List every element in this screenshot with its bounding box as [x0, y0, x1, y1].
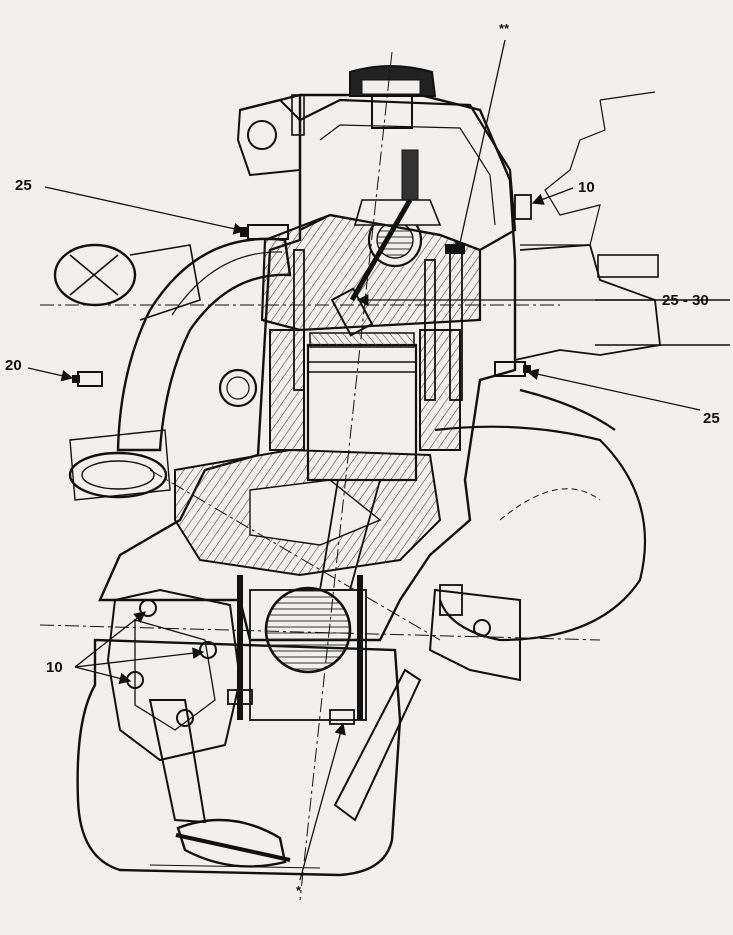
- callout-head-bolt-left: 25: [15, 177, 32, 194]
- cylinder-block: [98, 93, 517, 642]
- callout-bolt-right-top: 10: [578, 179, 595, 196]
- callout-stud-center: 25 - 30: [662, 292, 709, 309]
- manifold-outlet: [68, 429, 171, 501]
- leader-manifold-nut: [27, 367, 74, 382]
- manifold-nut: [72, 371, 103, 387]
- callout-manifold-nut: 20: [5, 357, 22, 374]
- gearbox-housing: [434, 244, 730, 642]
- oil-sump: [76, 638, 402, 877]
- crankshaft: [227, 575, 367, 725]
- distributor-housing: [236, 94, 305, 177]
- leader-oil-pump-2: [74, 647, 205, 668]
- engine-mount: [333, 584, 521, 822]
- callout-head-bolt-right: 25: [703, 410, 720, 427]
- mark-single-star: *: [296, 883, 302, 898]
- leader-single-star: [299, 722, 346, 881]
- leader-bolt-right-top: [531, 187, 574, 205]
- oil-pickup: [148, 699, 291, 868]
- rocker-cover: [298, 98, 517, 252]
- oil-filler-cap: [349, 65, 437, 129]
- mark-double-star: **: [499, 21, 510, 36]
- bolt-right-top-shape: [514, 194, 532, 220]
- leader-oil-pump-3: [74, 666, 132, 685]
- camshaft: [218, 368, 258, 408]
- leader-head-bolt-right: [526, 368, 701, 411]
- leader-double-star: [454, 39, 506, 254]
- upper-right-fragment: [520, 91, 656, 246]
- leader-oil-pump-1: [74, 611, 147, 668]
- leader-head-bolt-left: [44, 186, 246, 235]
- callout-oil-pump-bolts: 10: [46, 659, 63, 676]
- center-lines: [39, 51, 601, 901]
- manifold-pipe: [116, 237, 292, 452]
